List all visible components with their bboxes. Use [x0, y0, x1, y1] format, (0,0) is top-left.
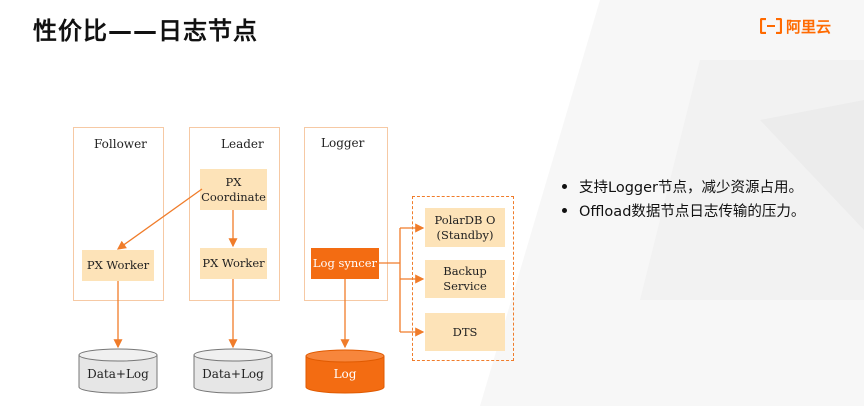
leader-storage-cylinder — [193, 348, 273, 394]
follower-px-worker-node: PX Worker — [82, 250, 154, 281]
log-storage-cylinder — [305, 349, 385, 394]
bullet-item: Offload数据节点日志传输的压力。 — [562, 198, 805, 222]
leader-column — [189, 127, 280, 301]
bullet-text: Offload数据节点日志传输的压力。 — [579, 203, 806, 220]
px-coordinate-line1: PX — [225, 174, 242, 189]
log-storage-label: Log — [333, 367, 357, 381]
bullet-dot-icon — [562, 207, 567, 213]
log-syncer-node: Log syncer — [311, 248, 379, 279]
leader-label: Leader — [221, 137, 264, 151]
bullet-item: 支持Logger节点，减少资源占用。 — [562, 174, 805, 198]
backup-line1: Backup — [443, 264, 487, 278]
polardb-line1: PolarDB O — [434, 212, 496, 227]
follower-storage-cylinder — [78, 348, 158, 394]
logger-column — [304, 127, 388, 301]
logger-label: Logger — [321, 136, 365, 150]
follower-label: Follower — [94, 137, 147, 151]
follower-storage-label: Data+Log — [87, 367, 149, 381]
page-title: 性价比——日志节点 — [33, 17, 258, 45]
arrow-coordinate-to-follower-worker — [116, 188, 203, 250]
leader-storage-label: Data+Log — [202, 367, 264, 381]
leader-px-worker-node: PX Worker — [200, 248, 267, 279]
bullet-list: 支持Logger节点，减少资源占用。 Offload数据节点日志传输的压力。 — [562, 174, 805, 222]
px-coordinate-line2: Coordinate — [201, 189, 266, 204]
polardb-line2: (Standby) — [436, 227, 494, 242]
brand-logo: 阿里云 — [760, 14, 831, 38]
polardb-standby-node: PolarDB O (Standby) — [425, 208, 505, 247]
bullet-text: 支持Logger节点，减少资源占用。 — [579, 179, 803, 196]
logo-text: 阿里云 — [786, 17, 832, 36]
px-coordinate-node: PX Coordinate — [200, 169, 267, 210]
backup-line2: Service — [443, 279, 487, 293]
aliyun-logo-icon — [760, 18, 782, 34]
bullet-dot-icon — [562, 183, 567, 189]
backup-service-node: Backup Service — [425, 260, 505, 298]
dts-node: DTS — [425, 313, 505, 351]
